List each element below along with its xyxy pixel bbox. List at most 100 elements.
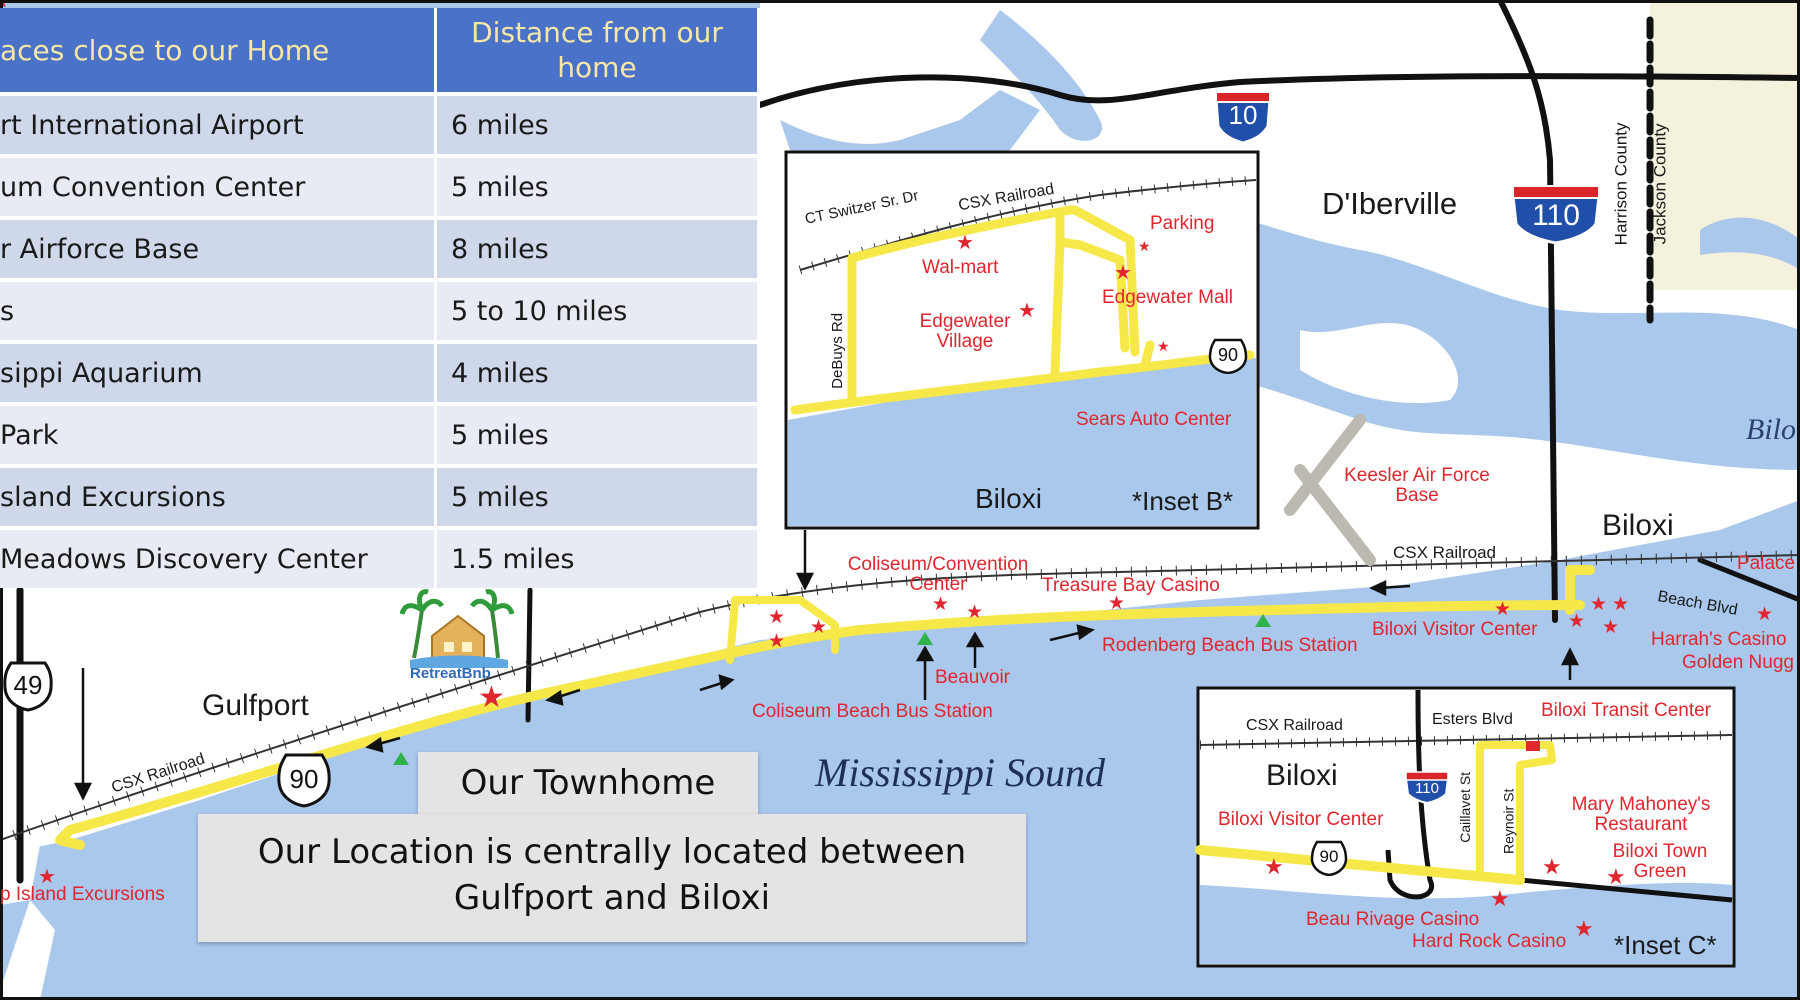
label-biloxi-edge: Bilo — [1746, 413, 1796, 446]
inset-b-debuys: DeBuys Rd — [829, 312, 847, 389]
distance-cell: 5 miles — [435, 464, 760, 528]
star-icon: ★ — [768, 630, 786, 652]
label-gulfport: Gulfport — [202, 689, 309, 722]
us49-number: 49 — [13, 670, 43, 700]
inset-c-city: Biloxi — [1266, 759, 1338, 792]
inset-c-csx: CSX Railroad — [1246, 717, 1343, 734]
beach-route — [55, 565, 1595, 850]
star-icon: ★ — [1756, 603, 1774, 625]
star-icon: ★ — [38, 864, 56, 888]
star-icon: ★ — [1602, 616, 1620, 638]
distance-table: aces close to our Home Distance from our… — [0, 8, 760, 588]
inset-b-sears: Sears Auto Center — [1076, 409, 1232, 430]
star-icon: ★ — [1264, 855, 1284, 880]
inset-c-visitor: Biloxi Visitor Center — [1218, 809, 1384, 830]
label-treasure-bay: Treasure Bay Casino — [1042, 575, 1220, 596]
house-palm-icon — [399, 589, 515, 668]
distance-cell: 1.5 miles — [435, 526, 760, 588]
inset-b-parking: Parking — [1150, 213, 1215, 234]
star-icon: ★ — [1490, 887, 1510, 912]
distance-cell: 8 miles — [435, 216, 760, 280]
retreatbnb-logo: RetreatBnb — [399, 588, 516, 688]
distance-cell: 5 to 10 miles — [435, 278, 760, 342]
table-header-row: aces close to our Home Distance from our… — [0, 8, 760, 94]
star-icon: ★ — [1590, 593, 1608, 615]
label-beauvoir: Beauvoir — [935, 667, 1010, 688]
star-icon: ★ — [1574, 917, 1594, 942]
distance-cell: 4 miles — [435, 340, 760, 404]
label-csx-main: CSX Railroad — [1393, 543, 1496, 562]
table-row: sland Excursions 5 miles — [0, 464, 760, 528]
us90-number: 90 — [289, 764, 319, 794]
label-coliseum-bus: Coliseum Beach Bus Station — [752, 701, 993, 722]
star-icon: ★ — [1612, 593, 1630, 615]
location-line-1: Our Location is centrally located betwee… — [257, 832, 967, 872]
inset-c-i110-number: 110 — [1415, 780, 1439, 797]
inset-c-us90-shield: 90 — [1310, 840, 1348, 877]
logo-text: RetreatBnb — [410, 665, 491, 682]
i10-shield: 10 — [1213, 88, 1273, 145]
inset-c-reynoir: Reynoir St — [1500, 788, 1517, 855]
star-icon: ★ — [810, 616, 828, 638]
inset-c-town-green: Biloxi Town Green — [1612, 841, 1708, 882]
direction-arrows — [73, 530, 1580, 801]
inset-b-edgewater-village: Edgewater Village — [919, 311, 1011, 352]
inset-b-walmart: Wal-mart — [922, 257, 999, 278]
table-header-place: aces close to our Home — [0, 8, 437, 94]
label-dIberville: D'Iberville — [1322, 186, 1458, 221]
inset-b-us90-number: 90 — [1217, 345, 1239, 365]
star-icon: ★ — [1157, 339, 1170, 355]
roads — [16, 0, 1800, 884]
star-icon: ★ — [1018, 298, 1036, 322]
distance-cell: 5 miles — [435, 154, 760, 218]
label-harrahs: Harrah's Casino — [1651, 629, 1787, 650]
us90-shield: 90 — [276, 752, 332, 808]
star-icon: ★ — [932, 593, 950, 615]
label-ship-island: p Island Excursions — [0, 884, 165, 905]
table-row: s 5 to 10 miles — [0, 278, 760, 342]
label-palace: Palace — [1737, 553, 1796, 574]
place-cell: sippi Aquarium — [0, 357, 203, 389]
place-cell: Meadows Discovery Center — [0, 543, 368, 575]
inset-b-us90-shield: 90 — [1208, 338, 1248, 375]
star-icon: ★ — [956, 230, 974, 254]
bus-station-markers — [393, 614, 1271, 765]
i10-number: 10 — [1228, 100, 1258, 130]
inset-b-edgewater-mall: Edgewater Mall — [1102, 287, 1233, 308]
label-jackson-county: Jackson County — [1650, 123, 1670, 245]
inset-c-hard-rock: Hard Rock Casino — [1412, 931, 1567, 952]
keesler-runway — [1284, 414, 1376, 566]
inset-b-map — [784, 150, 1260, 530]
star-icon: ★ — [966, 601, 984, 623]
star-icon: ★ — [768, 606, 786, 628]
inset-c-map — [1195, 686, 1736, 968]
townhome-callout: Our Townhome — [418, 752, 758, 814]
distance-cell: 5 miles — [435, 402, 760, 466]
label-biloxi-visitor: Biloxi Visitor Center — [1372, 619, 1538, 640]
location-line-2: Gulfport and Biloxi — [453, 878, 771, 918]
label-harrison-county: Harrison County — [1611, 122, 1631, 246]
us49-shield: 49 — [2, 660, 54, 712]
i110-number: 110 — [1532, 199, 1580, 232]
label-biloxi: Biloxi — [1602, 509, 1674, 542]
inset-c-i110-shield: 110 — [1404, 770, 1450, 805]
csx-railroad — [0, 550, 1800, 845]
place-cell: r Airforce Base — [0, 233, 200, 265]
inset-c-caption: *Inset C* — [1614, 930, 1717, 960]
label-mississippi-sound: Mississippi Sound — [815, 750, 1106, 795]
table-header-distance: Distance from our home — [435, 8, 760, 94]
star-icon: ★ — [1114, 260, 1132, 284]
place-cell: sland Excursions — [0, 481, 226, 513]
star-icon: ★ — [1494, 598, 1512, 620]
star-icon: ★ — [478, 680, 505, 715]
star-icon: ★ — [1108, 592, 1126, 614]
inset-c-esters: Esters Blvd — [1432, 711, 1513, 728]
townhome-callout-text: Our Townhome — [460, 763, 716, 803]
star-icon: ★ — [1606, 865, 1626, 890]
inset-b-city: Biloxi — [975, 483, 1042, 514]
star-icon: ★ — [1138, 239, 1151, 255]
place-cell: s — [0, 295, 15, 327]
distance-cell: 6 miles — [435, 92, 760, 156]
